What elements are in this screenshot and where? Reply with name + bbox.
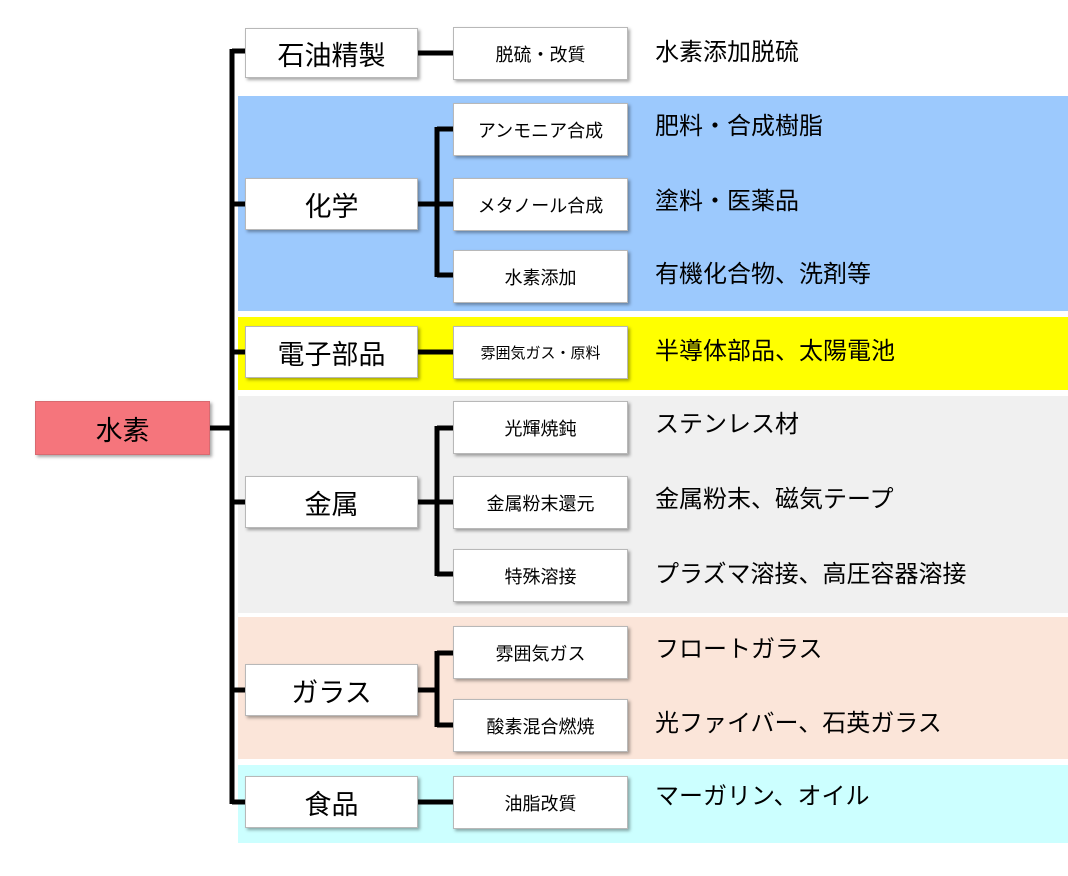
process-ammonia-synthesis: アンモニア合成 <box>453 103 628 156</box>
category-oil-refining: 石油精製 <box>245 28 418 78</box>
process-metal-powder-reduction: 金属粉末還元 <box>453 476 628 529</box>
process-desulfurization: 脱硫・改質 <box>453 27 628 80</box>
application-text: 金属粉末、磁気テープ <box>655 485 894 513</box>
category-chemical: 化学 <box>245 178 418 230</box>
process-methanol-synthesis: メタノール合成 <box>453 178 628 231</box>
process-special-welding: 特殊溶接 <box>453 549 628 602</box>
category-metal: 金属 <box>245 476 418 528</box>
process-bright-annealing: 光輝焼鈍 <box>453 401 628 454</box>
process-hydrogenation: 水素添加 <box>453 250 628 303</box>
process-atmosphere-gas: 雰囲気ガス <box>453 626 628 679</box>
process-atmosphere-gas-material: 雰囲気ガス・原料 <box>453 326 628 379</box>
category-food: 食品 <box>245 776 418 828</box>
process-oil-modification: 油脂改質 <box>453 776 628 829</box>
application-text: 塗料・医薬品 <box>655 187 799 215</box>
category-electronics: 電子部品 <box>245 326 418 378</box>
process-oxy-fuel-combustion: 酸素混合燃焼 <box>453 699 628 752</box>
application-text: 光ファイバー、石英ガラス <box>655 709 942 737</box>
application-text: ステンレス材 <box>655 410 799 438</box>
application-text: プラズマ溶接、高圧容器溶接 <box>655 560 967 588</box>
application-text: 有機化合物、洗剤等 <box>655 260 871 288</box>
application-text: 水素添加脱硫 <box>655 38 799 66</box>
category-glass: ガラス <box>245 664 418 716</box>
application-text: 半導体部品、太陽電池 <box>655 337 895 365</box>
root-node-hydrogen: 水素 <box>35 401 210 455</box>
application-text: フロートガラス <box>655 635 823 663</box>
application-text: マーガリン、オイル <box>655 782 870 810</box>
application-text: 肥料・合成樹脂 <box>655 112 823 140</box>
